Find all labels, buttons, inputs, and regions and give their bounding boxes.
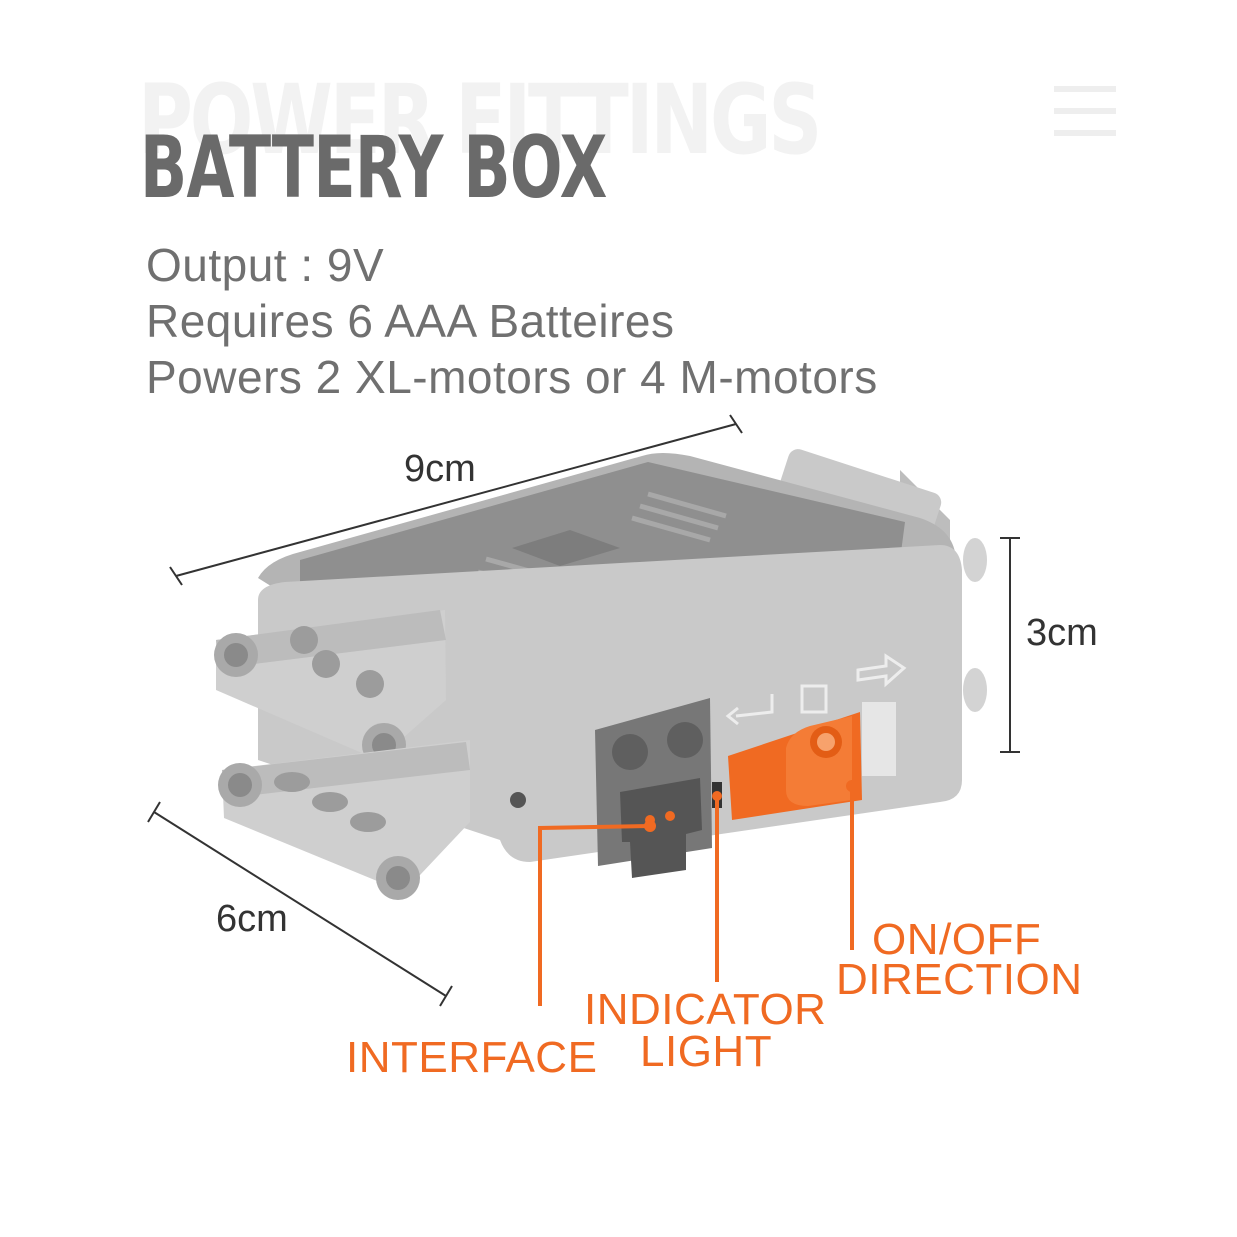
callout-indicator-line2: LIGHT <box>640 1027 773 1076</box>
menu-icon[interactable] <box>1054 86 1116 138</box>
callout-interface: INTERFACE <box>346 1033 598 1082</box>
callout-lines <box>538 786 854 1006</box>
upper-beam <box>214 610 446 767</box>
dimension-line-height <box>1000 537 1020 753</box>
dimension-line-length <box>169 414 743 586</box>
lower-beam <box>218 740 470 900</box>
background-title: POWER FITTINGS <box>138 64 822 176</box>
page-title: BATTERY BOX <box>140 118 607 218</box>
callout-indicator-line1: INDICATOR <box>584 985 827 1034</box>
dimension-line-width <box>147 801 453 1007</box>
spec-output: Output : 9V <box>146 239 385 291</box>
spec-powers: Powers 2 XL-motors or 4 M-motors <box>146 351 878 403</box>
dimension-width-label: 6cm <box>216 898 288 940</box>
dimension-length-label: 9cm <box>404 448 476 490</box>
onoff-switch <box>728 712 862 820</box>
side-hole <box>510 792 526 808</box>
callout-onoff-line1: ON/OFF <box>872 915 1042 964</box>
callout-onoff-line2: DIRECTION <box>836 955 1083 1004</box>
direction-arrows <box>725 653 907 726</box>
socket-panel <box>595 698 712 878</box>
spec-batteries: Requires 6 AAA Batteires <box>146 295 675 347</box>
dimension-height-label: 3cm <box>1026 612 1098 654</box>
